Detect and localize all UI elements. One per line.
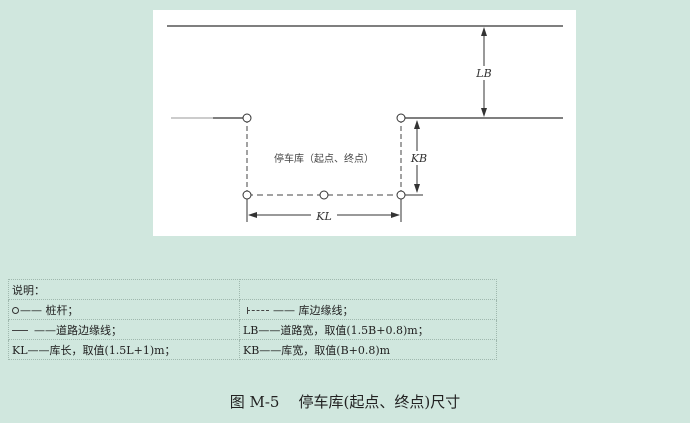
pole-top-left [242,113,252,123]
kb-arrow-down [414,184,420,193]
legend-item-garage-edge: —— 库边缘线； [239,299,497,320]
legend-row: —— 桩杆； —— 库边缘线； [8,299,497,320]
garage-label: 停车库（起点、终点） [274,152,374,165]
pole-bottom-left [242,190,252,200]
post-icon [12,307,19,314]
pole-top-right [396,113,406,123]
legend-item-kb: KB——库宽，取值(B+0.8)m [239,339,497,360]
kl-label: KL [315,210,332,223]
legend-row: 说明： [8,279,497,300]
legend-item-kl: KL——库长，取值(1.5L+1)m； [8,339,240,360]
legend-item-road-edge: ——道路边缘线； [8,319,240,340]
figure-caption: 图 M-5 停车库(起点、终点)尺寸 [229,393,461,411]
lb-arrow-up [481,27,487,36]
kl-arrow-left [248,212,257,218]
legend-garage-edge-text: —— 库边缘线； [273,303,354,317]
legend-row: KL——库长，取值(1.5L+1)m； KB——库宽，取值(B+0.8)m [8,339,497,360]
lb-label: LB [475,67,491,80]
legend-post-text: —— 桩杆； [20,303,79,317]
dashed-line-icon [247,307,269,314]
legend-row: ——道路边缘线； LB——道路宽，取值(1.5B+0.8)m； [8,319,497,340]
legend-empty-cell [239,279,497,300]
solid-line-icon [12,330,28,331]
legend-title: 说明： [8,279,240,300]
lb-arrow-down [481,108,487,117]
parking-garage-diagram: LB KB KL 停车库（起点、终点） [153,10,576,236]
pole-bottom-mid [319,190,329,200]
pole-bottom-right [396,190,406,200]
legend-table: 说明： —— 桩杆； —— 库边缘线； ——道路边缘线； LB——道路宽，取值(… [8,279,497,360]
kl-arrow-right [391,212,400,218]
kb-label: KB [410,152,427,165]
legend-item-lb: LB——道路宽，取值(1.5B+0.8)m； [239,319,497,340]
legend-road-edge-text: ——道路边缘线； [34,323,122,337]
kb-arrow-up [414,120,420,129]
legend-item-post: —— 桩杆； [8,299,240,320]
